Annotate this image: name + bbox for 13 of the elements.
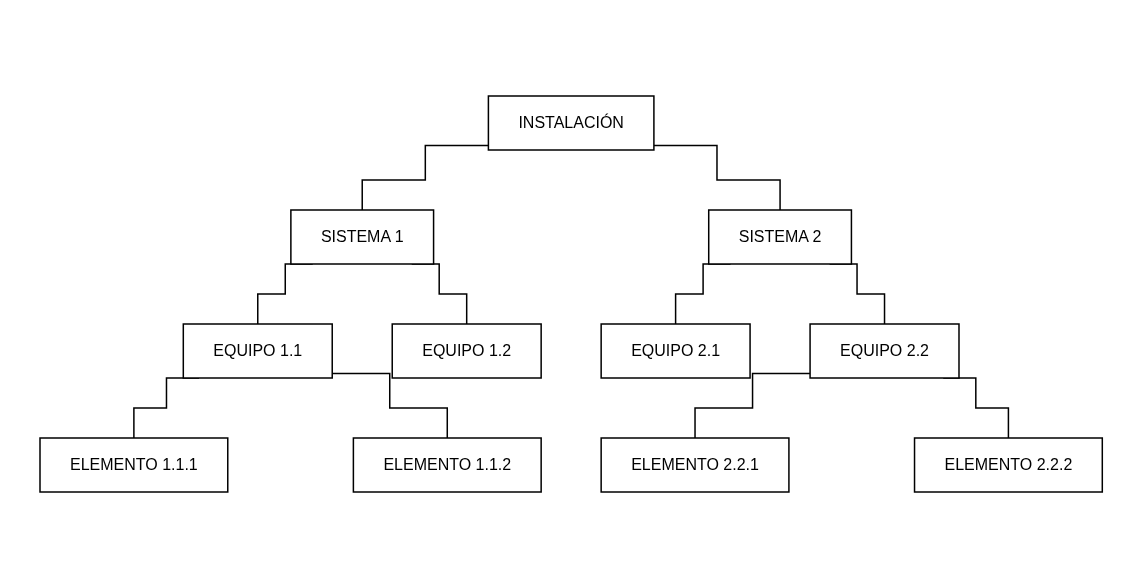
node-box: INSTALACIÓN: [487, 95, 655, 151]
node-box: EQUIPO 2.2: [809, 323, 960, 379]
connector: [653, 144, 781, 211]
node-box: ELEMENTO 1.1.2: [352, 437, 542, 493]
node-box: ELEMENTO 1.1.1: [39, 437, 229, 493]
node-box: EQUIPO 1.2: [391, 323, 542, 379]
node-box: SISTEMA 1: [289, 209, 435, 265]
node-box: EQUIPO 2.1: [600, 323, 751, 379]
node-box: ELEMENTO 2.2.2: [913, 437, 1103, 493]
node-box: EQUIPO 1.1: [182, 323, 333, 379]
connector: [361, 144, 489, 211]
node-box: SISTEMA 2: [707, 209, 852, 265]
node-box: ELEMENTO 2.2.1: [600, 437, 790, 493]
